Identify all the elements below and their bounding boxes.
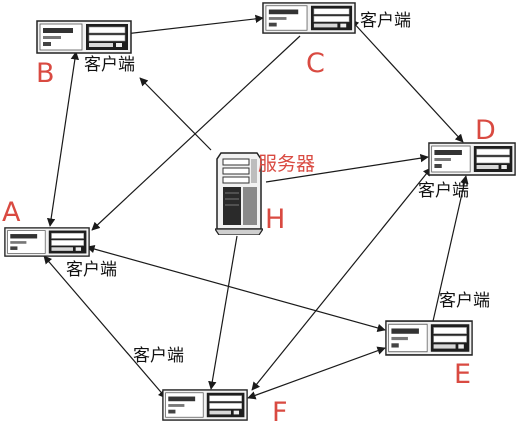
node-letter-F: F — [272, 397, 288, 424]
edge-h-d — [265, 154, 429, 183]
edge-h-b — [139, 77, 212, 151]
role-label-B: 客户端 — [84, 55, 135, 75]
edge-h-f — [208, 235, 238, 390]
node-letter-A: A — [2, 197, 21, 228]
client-device-F — [162, 389, 248, 421]
node-letter-C: C — [306, 48, 325, 79]
role-label-H: 服务器 — [258, 153, 316, 175]
role-label-E: 客户端 — [439, 291, 490, 311]
edge-c-a — [91, 35, 301, 231]
edge-e-f — [247, 346, 386, 400]
client-device-B — [36, 20, 132, 54]
server-tower-H — [213, 151, 265, 236]
edge-b-a — [46, 51, 80, 227]
node-letter-B: B — [36, 58, 55, 89]
node-letter-D: D — [475, 115, 496, 146]
client-device-D — [428, 142, 516, 176]
node-letter-H: H — [265, 204, 286, 235]
edge-c-d — [350, 19, 464, 143]
edge-a-e — [86, 244, 386, 333]
role-label-D: 客户端 — [418, 181, 469, 201]
edge-d-e — [428, 175, 469, 331]
role-label-A: 客户端 — [66, 260, 117, 280]
edge-a-f — [43, 255, 167, 399]
role-label-C: 客户端 — [360, 11, 411, 31]
role-label-F: 客户端 — [133, 346, 184, 366]
edge-d-f — [251, 167, 432, 391]
node-letter-E: E — [454, 359, 472, 390]
client-device-A — [4, 227, 90, 257]
client-device-C — [262, 2, 356, 34]
client-device-E — [385, 320, 473, 356]
